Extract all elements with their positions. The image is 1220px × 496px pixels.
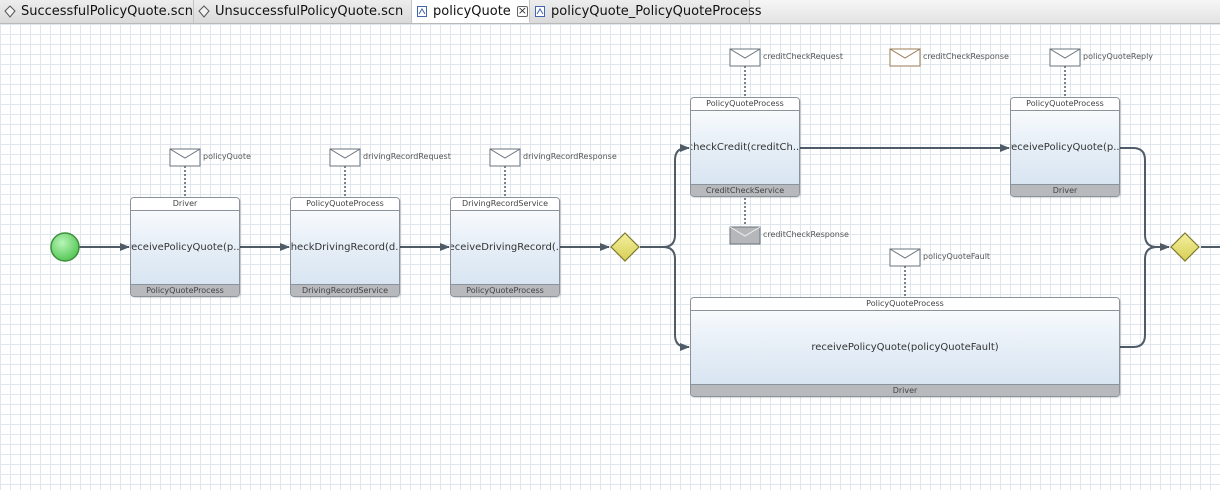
tab-label: policyQuote_PolicyQuoteProcess [551, 4, 762, 19]
sequence-flow [640, 246, 690, 351]
message-label: creditCheckRequest [763, 52, 843, 61]
tab-label: UnsuccessfulPolicyQuote.scn [215, 4, 404, 19]
message-label: policyQuoteFault [923, 252, 991, 261]
choreography-task-check-driving-record[interactable]: PolicyQuoteProcess checkDrivingRecord(d.… [290, 197, 400, 297]
task-name: checkCredit(creditCh... [691, 142, 799, 153]
initiating-participant: PolicyQuoteProcess [291, 198, 399, 211]
task-name: receivePolicyQuote(p... [1011, 142, 1119, 153]
tab-label: policyQuote [433, 3, 511, 19]
exclusive-gateway [1170, 232, 1200, 262]
start-event [50, 232, 80, 262]
message-label: policyQuoteReply [1083, 52, 1154, 61]
exclusive-gateway [610, 232, 640, 262]
choreography-task-receive-driving-record[interactable]: DrivingRecordService receiveDrivingRecor… [450, 197, 560, 297]
task-name: receivePolicyQuote(p... [131, 242, 239, 253]
receiving-participant: CreditCheckService [691, 184, 799, 196]
tab-unsuccessful-policy-quote[interactable]: UnsuccessfulPolicyQuote.scn [194, 0, 412, 23]
initiating-participant: PolicyQuoteProcess [1011, 98, 1119, 111]
task-name: checkDrivingRecord(d... [291, 242, 399, 253]
initiating-participant: DrivingRecordService [451, 198, 559, 211]
scenario-file-icon [198, 5, 210, 18]
tab-policy-quote-process[interactable]: policyQuote_PolicyQuoteProcess [530, 0, 762, 23]
message-label: drivingRecordRequest [363, 152, 451, 161]
message-label: creditCheckResponse [923, 52, 1009, 61]
editor-tab-bar: SuccessfulPolicyQuote.scn UnsuccessfulPo… [0, 0, 1220, 24]
tab-policy-quote[interactable]: policyQuote × [412, 0, 530, 23]
tab-successful-policy-quote[interactable]: SuccessfulPolicyQuote.scn [0, 0, 194, 23]
tab-label: SuccessfulPolicyQuote.scn [21, 4, 193, 19]
receiving-participant: PolicyQuoteProcess [131, 284, 239, 296]
sequence-flow [1120, 246, 1158, 348]
choreography-file-icon [416, 5, 428, 18]
task-name: receivePolicyQuote(policyQuoteFault) [811, 342, 999, 353]
receiving-participant: DrivingRecordService [291, 284, 399, 296]
initiating-participant: Driver [131, 198, 239, 211]
choreography-file-icon [534, 5, 546, 18]
task-name: receiveDrivingRecord(... [451, 242, 559, 253]
receiving-participant: PolicyQuoteProcess [451, 284, 559, 296]
choreography-task-receive-policy-quote[interactable]: Driver receivePolicyQuote(p... PolicyQuo… [130, 197, 240, 297]
choreography-task-check-credit[interactable]: PolicyQuoteProcess checkCredit(creditCh.… [690, 97, 800, 197]
message-label: policyQuote [203, 152, 251, 161]
choreography-task-receive-policy-quote-reply[interactable]: PolicyQuoteProcess receivePolicyQuote(p.… [1010, 97, 1120, 197]
message-label: drivingRecordResponse [523, 152, 617, 161]
message-label: creditCheckResponse [763, 230, 849, 239]
scenario-file-icon [4, 5, 16, 18]
sequence-flow [640, 144, 690, 248]
receiving-participant: Driver [1011, 184, 1119, 196]
receiving-participant: Driver [691, 384, 1119, 396]
initiating-participant: PolicyQuoteProcess [691, 98, 799, 111]
close-icon[interactable]: × [516, 3, 528, 17]
choreography-task-receive-policy-quote-fault[interactable]: PolicyQuoteProcess receivePolicyQuote(po… [690, 297, 1120, 397]
sequence-flow [1120, 147, 1170, 251]
envelope-icons [169, 48, 1081, 267]
initiating-participant: PolicyQuoteProcess [691, 298, 1119, 311]
